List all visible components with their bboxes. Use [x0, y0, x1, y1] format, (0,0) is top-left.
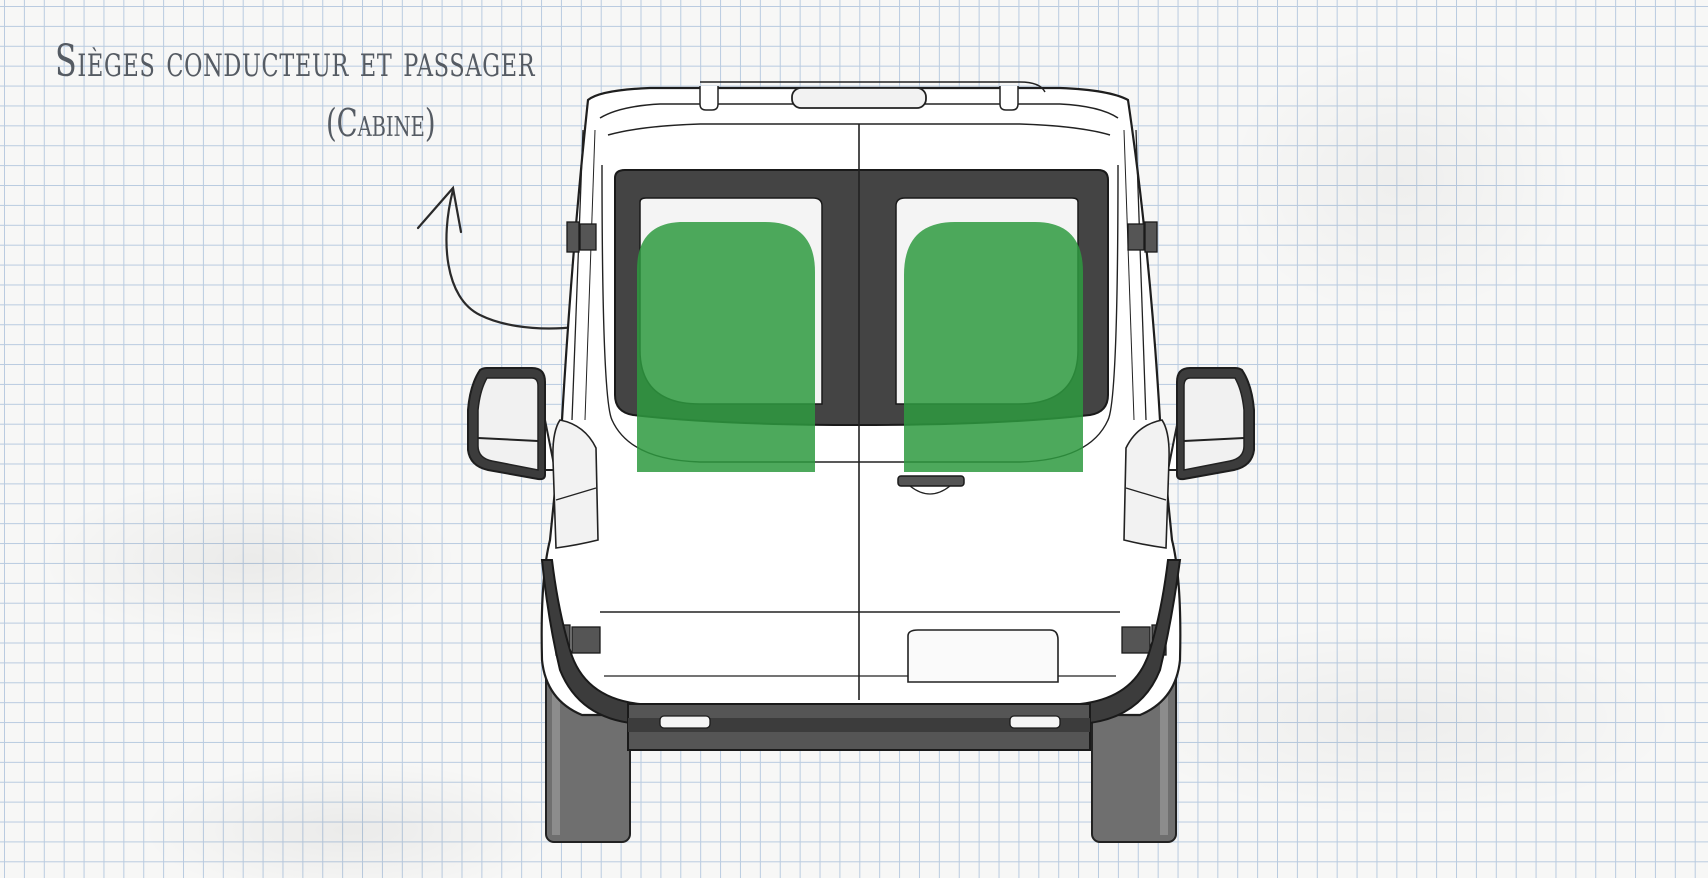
mirror-right — [1166, 367, 1255, 481]
driver-seat-highlight — [637, 222, 815, 472]
mirror-left — [467, 367, 557, 481]
rear-bumper — [540, 559, 1182, 751]
seat-highlights — [637, 222, 1083, 472]
annotation-title: Sièges conducteur et passager — [55, 36, 536, 87]
annotation-subtitle: (Cabine) — [326, 101, 436, 145]
passenger-seat-highlight — [904, 222, 1083, 472]
